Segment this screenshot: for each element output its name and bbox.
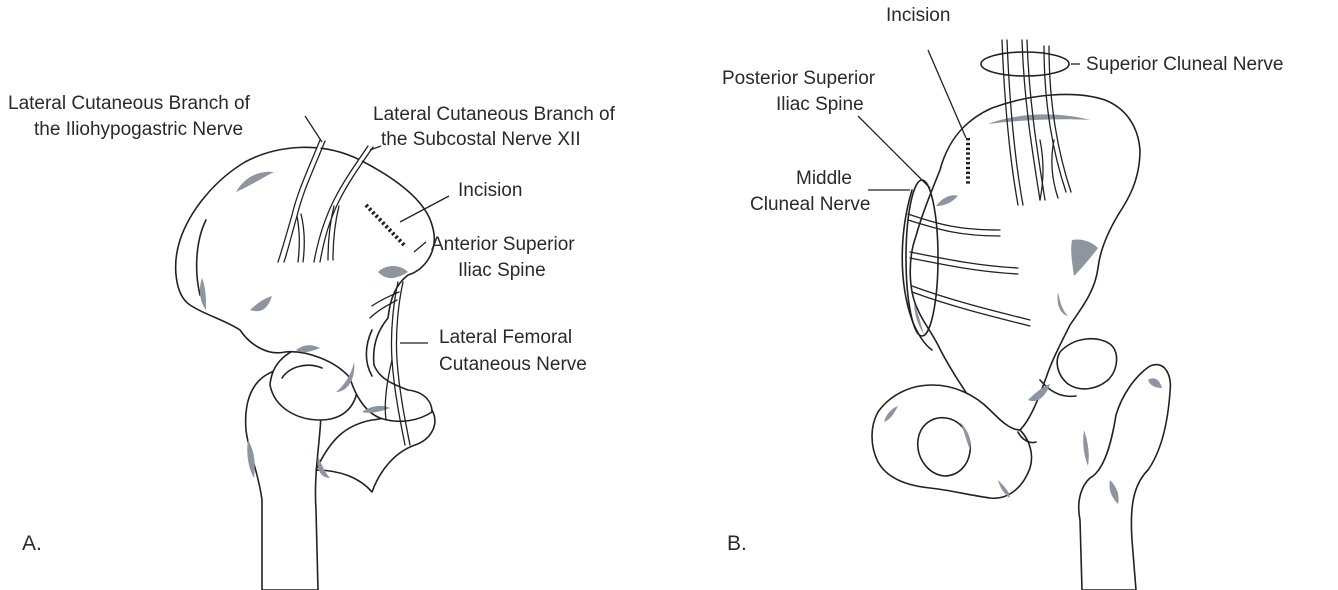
label-iliohypogastric-1: Lateral Cutaneous Branch of xyxy=(8,93,251,114)
label-psis-2: Iliac Spine xyxy=(776,94,864,115)
label-psis-1: Posterior Superior xyxy=(722,68,876,89)
label-middle-cluneal-2: Cluneal Nerve xyxy=(750,194,870,215)
label-b-incision: Incision xyxy=(886,5,950,26)
panel-a-label: A. xyxy=(22,532,42,555)
panel-b: Incision Superior Cluneal Nerve Posterio… xyxy=(722,5,1284,590)
label-subcostal-1: Lateral Cutaneous Branch of xyxy=(373,104,616,125)
panel-a-leader-iliohypogastric xyxy=(305,116,322,142)
label-superior-cluneal: Superior Cluneal Nerve xyxy=(1086,54,1284,75)
panel-a-pelvis-lower xyxy=(316,409,435,492)
label-middle-cluneal-1: Middle xyxy=(796,168,852,189)
label-lfcn-2: Cutaneous Nerve xyxy=(439,354,587,375)
panel-b-label: B. xyxy=(727,532,747,555)
panel-b-leader-psis xyxy=(858,116,930,188)
panel-a: Lateral Cutaneous Branch of the Iliohypo… xyxy=(8,93,616,590)
panel-b-femoral-neck xyxy=(1057,339,1116,389)
panel-b-leader-incision xyxy=(928,50,966,138)
label-asis-1: Anterior Superior xyxy=(431,234,575,255)
label-asis-2: Iliac Spine xyxy=(458,260,546,281)
label-iliohypogastric-2: the Iliohypogastric Nerve xyxy=(34,119,243,140)
panel-b-femur xyxy=(1079,365,1171,590)
label-subcostal-2: the Subcostal Nerve XII xyxy=(381,129,581,150)
label-a-incision: Incision xyxy=(458,180,522,201)
panel-b-shade-shaft-left xyxy=(1083,430,1089,466)
label-lfcn-1: Lateral Femoral xyxy=(439,327,572,348)
panel-b-cluneal-ring xyxy=(981,52,1069,76)
